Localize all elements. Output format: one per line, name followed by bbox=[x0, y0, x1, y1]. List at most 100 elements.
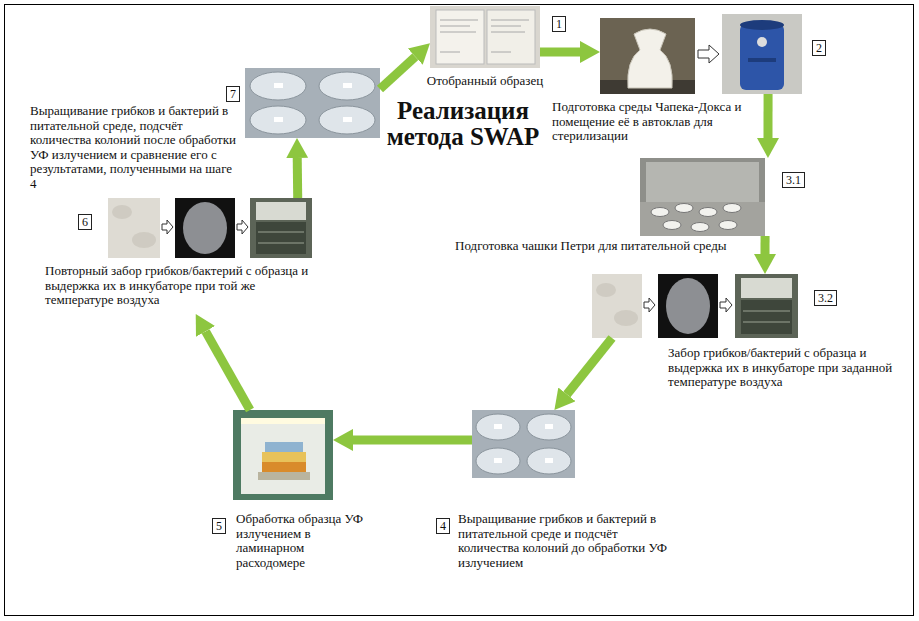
autoclave-photo-part bbox=[748, 58, 776, 62]
colonies-photo-part bbox=[476, 448, 520, 474]
small-arrow-part bbox=[644, 298, 655, 312]
process-step: 1Отобранный образец bbox=[430, 6, 540, 68]
small-arrow-part bbox=[162, 220, 173, 234]
process-step: 6Повторный забор грибков/бактерий с обра… bbox=[108, 198, 312, 314]
colonies-photo-part bbox=[545, 458, 553, 463]
autoclave-photo-part bbox=[740, 20, 784, 30]
step-caption: Отобранный образец bbox=[420, 74, 550, 89]
colonies-photo-part bbox=[527, 414, 571, 440]
step-caption: Подготовка среды Чапека-Докса и помещени… bbox=[552, 100, 747, 144]
laminar-cabinet-photo-part bbox=[262, 452, 306, 462]
diagram-title: Реализация метода SWAP bbox=[383, 98, 543, 151]
flow-arrow bbox=[540, 47, 580, 56]
callout-number: 3.2 bbox=[814, 290, 837, 306]
process-step: 7Выращивание грибков и бактерий в питате… bbox=[245, 68, 380, 138]
process-step: 5Обработка образца УФ излучением в ламин… bbox=[233, 410, 333, 500]
laminar-cabinet-photo-part bbox=[233, 410, 333, 500]
small-arrow bbox=[162, 220, 173, 234]
step-caption: Забор грибков/бактерий с образца и выдер… bbox=[668, 346, 893, 390]
callout-number: 1 bbox=[552, 16, 566, 32]
outer-frame bbox=[5, 5, 914, 616]
petri-hood-photo-part bbox=[663, 221, 681, 230]
process-step: 4Выращивание грибков и бактерий в питате… bbox=[472, 410, 575, 478]
colonies-photo-part bbox=[494, 458, 502, 463]
swab-photo-part bbox=[132, 232, 156, 248]
laminar-cabinet-photo bbox=[233, 410, 333, 500]
dish-photo-part bbox=[175, 198, 235, 258]
incubator-photo-part bbox=[735, 274, 798, 338]
flow-arrow bbox=[293, 158, 302, 198]
petri-hood-photo-part bbox=[719, 221, 737, 230]
process-step: 3.1Подготовка чашки Петри для питательно… bbox=[640, 158, 812, 236]
colonies-photo bbox=[472, 410, 575, 478]
callout-number: 2 bbox=[812, 40, 826, 56]
petri-hood-photo-part bbox=[640, 202, 765, 236]
sample-photo bbox=[430, 6, 540, 68]
autoclave-photo-part bbox=[722, 14, 802, 94]
step-caption: Повторный забор грибков/бактерий с образ… bbox=[45, 264, 325, 308]
sample-photo-part bbox=[487, 10, 535, 64]
colonies-photo-part bbox=[319, 106, 375, 134]
medium-photo bbox=[600, 18, 695, 94]
medium-photo-part bbox=[628, 29, 673, 88]
incubator-photo-part bbox=[741, 300, 792, 334]
callout-number: 3.1 bbox=[782, 172, 805, 188]
incubator-photo-part bbox=[250, 198, 312, 258]
petri-hood-photo-part bbox=[675, 204, 693, 213]
petri-hood-photo-part bbox=[691, 223, 709, 232]
step-caption: Выращивание грибков и бактерий в питател… bbox=[458, 512, 673, 570]
petri-hood-photo-part bbox=[646, 162, 759, 202]
swab-photo-part bbox=[592, 274, 642, 338]
small-arrow-part bbox=[720, 298, 732, 312]
colonies-photo bbox=[245, 68, 380, 138]
sample-photo-part bbox=[430, 6, 540, 68]
swab-photo-part bbox=[596, 283, 616, 297]
petri-hood-photo-part bbox=[651, 208, 669, 217]
autoclave-photo-part bbox=[757, 37, 767, 47]
colonies-photo-part bbox=[343, 83, 352, 88]
callout-number: 6 bbox=[78, 214, 92, 230]
medium-photo-part bbox=[600, 18, 695, 94]
flow-arrow bbox=[380, 57, 415, 89]
step-caption: Подготовка чашки Петри для питательной с… bbox=[455, 239, 747, 254]
step-caption: Обработка образца УФ излучением в ламина… bbox=[236, 512, 376, 570]
small-arrow bbox=[720, 298, 732, 312]
incubator-photo bbox=[250, 198, 312, 258]
incubator-photo-part bbox=[743, 311, 790, 322]
process-step: 3.2Забор грибков/бактерий с образца и вы… bbox=[592, 274, 842, 338]
colonies-photo-part bbox=[250, 106, 306, 134]
colonies-photo-part bbox=[472, 410, 575, 478]
dish-photo bbox=[658, 274, 718, 338]
laminar-cabinet-photo-part bbox=[262, 462, 306, 472]
colonies-photo-part bbox=[527, 448, 571, 474]
autoclave-photo bbox=[722, 14, 802, 94]
petri-hood-photo-part bbox=[723, 204, 741, 213]
colonies-photo-part bbox=[250, 72, 306, 100]
small-arrow-part bbox=[698, 45, 719, 63]
dish-photo bbox=[175, 198, 235, 258]
incubator-photo-part bbox=[258, 232, 304, 243]
callout-number: 5 bbox=[212, 518, 226, 534]
dish-photo-part bbox=[666, 278, 710, 334]
autoclave-photo-part bbox=[740, 24, 784, 90]
laminar-cabinet-photo-part bbox=[241, 418, 325, 424]
callout-number: 4 bbox=[436, 518, 450, 534]
process-step: 2Подготовка среды Чапека-Докса и помещен… bbox=[600, 14, 802, 94]
small-arrow bbox=[698, 45, 719, 63]
small-arrow-part bbox=[237, 220, 248, 234]
incubator-photo-part bbox=[256, 202, 306, 220]
petri-hood-photo bbox=[640, 158, 765, 236]
incubator-photo-part bbox=[741, 278, 792, 298]
dish-photo-part bbox=[183, 202, 227, 254]
colonies-photo-part bbox=[245, 68, 380, 138]
small-arrow bbox=[237, 220, 248, 234]
petri-hood-photo-part bbox=[699, 208, 717, 217]
flow-arrow bbox=[761, 236, 770, 254]
swab-photo bbox=[108, 198, 160, 258]
colonies-photo-part bbox=[494, 424, 502, 429]
colonies-photo-part bbox=[343, 117, 352, 122]
sample-photo-part bbox=[436, 10, 484, 64]
incubator-photo bbox=[735, 274, 798, 338]
laminar-cabinet-photo-part bbox=[241, 418, 325, 494]
